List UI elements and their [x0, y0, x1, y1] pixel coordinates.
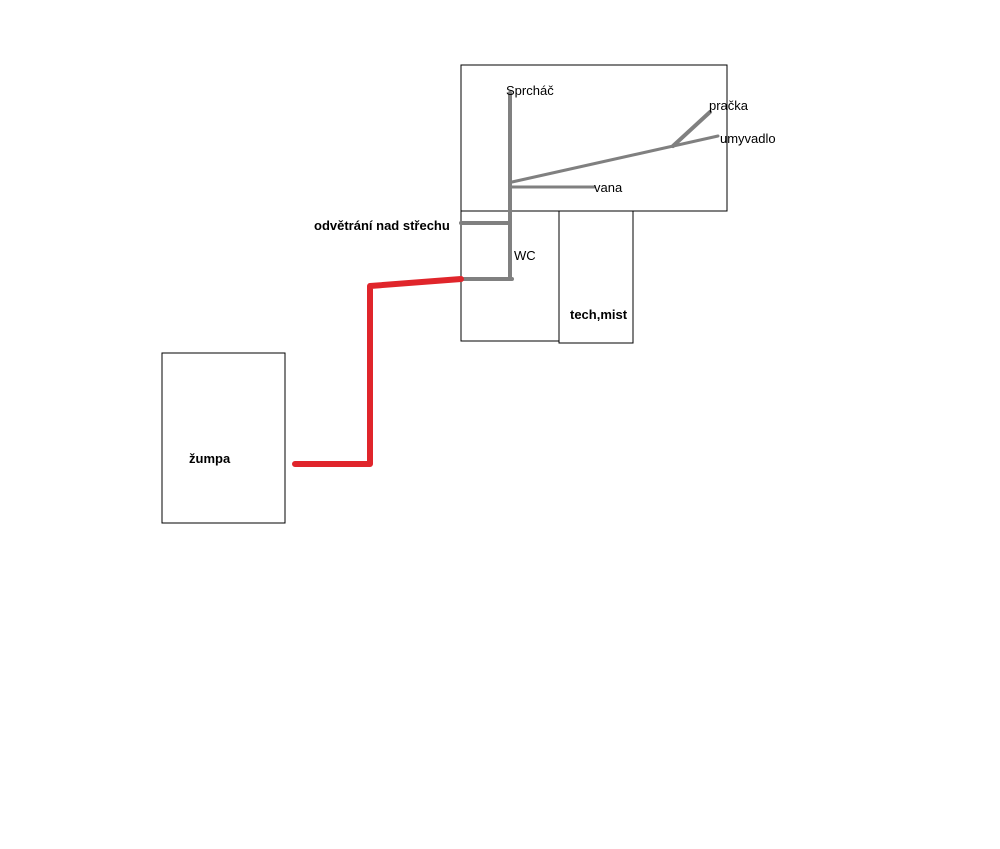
- main-sewer-pipe: [292, 276, 464, 467]
- label-umyvadlo: umyvadlo: [720, 131, 776, 146]
- washing-machine-branch-pipe: [671, 110, 712, 148]
- room-outlines: [161, 64, 728, 524]
- zumpa-tank: [161, 352, 286, 524]
- label-pracka: pračka: [709, 98, 749, 113]
- label-sprchac: Sprcháč: [506, 83, 554, 98]
- drain-pipes: [459, 91, 720, 281]
- label-odvetrani: odvětrání nad střechu: [314, 218, 450, 233]
- label-wc: WC: [514, 248, 536, 263]
- label-tech-mist: tech,mist: [570, 307, 628, 322]
- label-zumpa: žumpa: [189, 451, 231, 466]
- label-vana: vana: [594, 180, 623, 195]
- washbasin-branch-pipe: [510, 134, 720, 184]
- tech-room: [558, 210, 634, 344]
